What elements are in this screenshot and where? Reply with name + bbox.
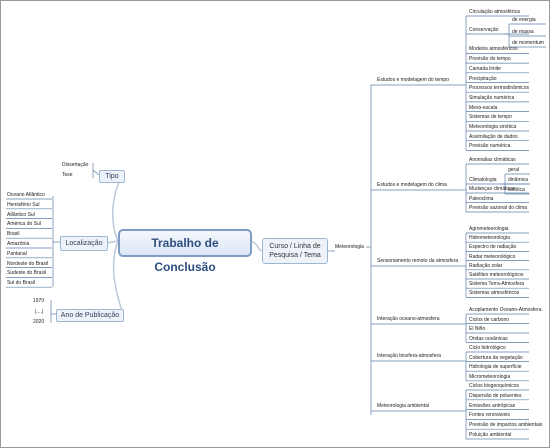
leaf-node[interactable]: Ondas oceânicas [469,335,508,342]
localizacao-item[interactable]: Sul do Brasil [7,280,36,287]
branch-node[interactable]: Interação oceano-atmosfera [377,316,440,322]
climatologia-subitem[interactable]: dinâmica [508,177,529,183]
leaf-node[interactable]: Circulação atmosférica [469,9,520,15]
leaf-node[interactable]: Precipitação [469,75,497,82]
leaf-node[interactable]: Processos termodinâmicos [469,85,530,92]
leaf-node[interactable]: Hidrometeorologia [469,235,510,242]
localizacao-item[interactable]: Atlântico Sul [7,211,35,218]
leaf-node[interactable]: Sistemas atmosféricos [469,290,520,297]
leaf-node[interactable]: Meteorologia sinótica [469,124,517,130]
leaf-node[interactable]: Fontes renováveis [469,412,510,419]
localizacao-item[interactable]: Amazônia [7,241,30,247]
curso-node[interactable]: Curso / Linha de Pesquisa / Tema [262,238,328,264]
localizacao-item[interactable]: Hemisfério Sul [7,201,40,208]
conservacao-subitem[interactable]: de momentum [512,40,544,46]
leaf-node[interactable]: Anomalias climáticas [469,157,516,163]
leaf-node[interactable]: Radar meteorológico [469,253,516,260]
leaf-node[interactable]: Cobertura da vegetação [469,354,523,361]
leaf-node[interactable]: Assimilação de dados [469,133,518,140]
leaf-node[interactable]: Sistemas de tempo [469,114,512,121]
leaf-node[interactable]: Radiação solar [469,262,503,269]
leaf-node[interactable]: Ciclos biogeoquímicos [469,383,520,389]
leaf-node[interactable]: Camada limite [469,65,501,72]
localizacao-item[interactable]: Pantanal [7,250,27,257]
leaf-node[interactable]: Conservação [469,27,499,33]
leaf-node[interactable]: Paleoclima [469,195,494,202]
climatologia-subitem[interactable]: sinótica [508,187,525,193]
leaf-node[interactable]: Agrometeorologia [469,226,509,232]
branch-node[interactable]: Estudos e modelagem do clima [377,182,447,188]
leaf-node[interactable]: Acoplamento Oceano-Atmosfera [469,307,542,313]
leaf-node[interactable]: Espectro de radiação [469,244,517,251]
leaf-node[interactable]: Ciclos de carbono [469,316,510,323]
leaf-node[interactable]: Meso-escala [469,104,498,111]
branch-node[interactable]: Meteorologia ambiental [377,403,429,409]
meteorologia-node[interactable]: Meteorologia [335,244,364,250]
year-end: 2020 [33,319,45,325]
localizacao-item[interactable]: Sudeste do Brasil [7,270,47,277]
tipo-item[interactable]: Dissertação [62,162,89,168]
leaf-node[interactable]: Previsão do tempo [469,56,511,63]
leaf-node[interactable]: Previsão sazonal do clima [469,205,528,211]
leaf-node[interactable]: Satélites meteorológicos [469,272,524,278]
conservacao-subitem[interactable]: de energia [512,17,536,23]
tipo-item[interactable]: Tese [62,172,73,178]
leaf-node[interactable]: El Niño [469,326,486,332]
leaf-node[interactable]: Climatologia [469,177,497,183]
central-topic[interactable]: Trabalho de Conclusão [118,229,252,274]
leaf-node[interactable]: Micrometeorologia [469,373,511,380]
localizacao-item[interactable]: Nordeste do Brasil [7,260,49,267]
leaf-node[interactable]: Sistema Terra-Atmosfera [469,281,525,288]
climatologia-subitem[interactable]: geral [508,167,520,173]
localizacao-item[interactable]: Oceano Atlântico [7,192,45,198]
leaf-node[interactable]: Previsão de impactos ambientais [469,422,543,429]
localizacao-node[interactable]: Localização [60,236,108,251]
year-start: 1970 [33,298,45,304]
localizacao-item[interactable]: Brasil [7,231,20,238]
leaf-node[interactable]: Poluição ambiental [469,432,512,438]
branch-node[interactable]: Interação biosfera-atmosfera [377,353,441,359]
leaf-node[interactable]: Dispersão de poluentes [469,392,522,399]
branch-node[interactable]: Sensoriamento remoto da atmosfera [377,258,459,264]
localizacao-item[interactable]: América do Sul [7,221,41,228]
conservacao-subitem[interactable]: de massa [512,29,534,35]
leaf-node[interactable]: Emissões antrópicas [469,402,516,409]
year-range-bar: |....| [35,309,44,315]
leaf-node[interactable]: Modelos atmosféricos [469,46,518,53]
leaf-node[interactable]: Mudanças climáticas [469,186,516,192]
tipo-node[interactable]: Tipo [99,170,125,183]
ano-publicacao-node[interactable]: Ano de Publicação [56,309,124,322]
leaf-node[interactable]: Ciclo hidrológico [469,345,506,351]
leaf-node[interactable]: Hidrologia de superfície [469,364,522,371]
leaf-node[interactable]: Simulação numérica [469,94,515,101]
leaf-node[interactable]: Previsão numérica [469,143,511,150]
branch-node[interactable]: Estudos e modelagem do tempo [377,77,449,83]
